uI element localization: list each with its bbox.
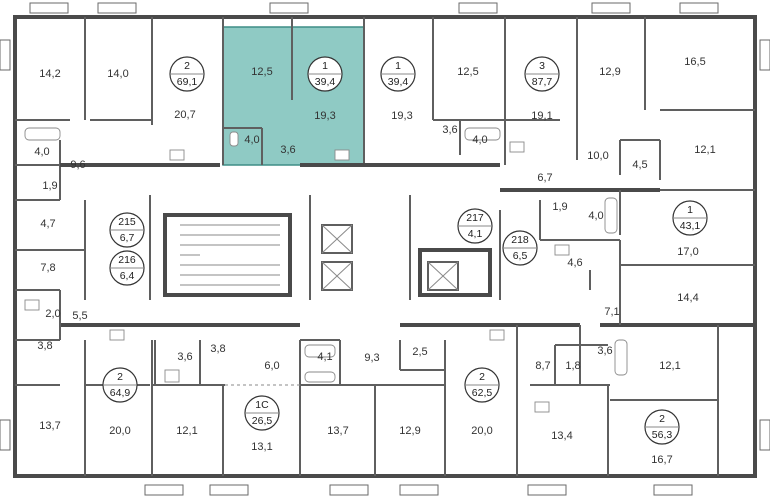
room-label: 1,9 (42, 180, 57, 192)
badge-u-43-1-rooms: 1 (687, 204, 693, 216)
badge-u-39-4-a-area: 39,4 (315, 76, 336, 88)
badge-u-39-4-b-area: 39,4 (388, 76, 409, 88)
elevators (321, 224, 459, 291)
room-label: 4,0 (34, 146, 49, 158)
badge-u-62-5-rooms: 2 (479, 371, 485, 383)
room-label: 14,4 (677, 292, 698, 304)
room-label: 5,5 (72, 310, 87, 322)
room-label: 3,6 (442, 124, 457, 136)
room-label: 13,4 (551, 430, 572, 442)
badge-u-56-3-area: 56,3 (652, 429, 673, 441)
badge-s218-area: 6,5 (513, 250, 528, 262)
apartment-badges[interactable]: 2 69,1 1 39,4 1 39,4 3 87,7 1 43,1 2 64,… (102, 56, 708, 445)
room-label: 4,0 (244, 134, 259, 146)
room-label: 3,6 (597, 345, 612, 357)
outer-walls (13, 15, 757, 478)
badge-u-64-9-area: 64,9 (110, 387, 131, 399)
room-label: 19,3 (391, 110, 412, 122)
badge-u-69-1-rooms: 2 (184, 60, 190, 72)
room-label: 6,0 (264, 360, 279, 372)
room-label: 2,5 (412, 346, 427, 358)
room-label: 7,1 (604, 306, 619, 318)
room-label: 12,1 (694, 144, 715, 156)
room-label: 12,9 (599, 66, 620, 78)
room-label: 12,9 (399, 425, 420, 437)
room-label: 3,6 (177, 351, 192, 363)
room-label: 3,6 (280, 144, 295, 156)
badge-u-87-7-rooms: 3 (539, 60, 545, 72)
badge-s215-area: 6,7 (120, 232, 135, 244)
highlighted-unit-area[interactable] (222, 26, 365, 166)
room-label: 13,7 (327, 425, 348, 437)
room-label: 16,5 (684, 56, 705, 68)
badge-u-39-4-a-rooms: 1 (322, 60, 328, 72)
room-label: 14,2 (39, 68, 60, 80)
room-label: 1,9 (552, 201, 567, 213)
room-label: 12,5 (457, 66, 478, 78)
room-label: 3,8 (37, 340, 52, 352)
room-label: 4,5 (632, 159, 647, 171)
fixtures (24, 127, 628, 413)
badge-u-26-5-rooms: 1С (255, 399, 269, 411)
badge-u-26-5-area: 26,5 (252, 415, 273, 427)
badge-u-64-9-rooms: 2 (117, 371, 123, 383)
badge-u-39-4-b-rooms: 1 (395, 60, 401, 72)
room-label: 7,8 (40, 262, 55, 274)
badge-u-43-1-area: 43,1 (680, 220, 701, 232)
room-label: 1,8 (565, 360, 580, 372)
room-label: 3,8 (210, 343, 225, 355)
room-label: 12,1 (176, 425, 197, 437)
room-label: 9,6 (70, 159, 85, 171)
room-label: 10,0 (587, 150, 608, 162)
badge-s216-number: 216 (118, 254, 136, 266)
badge-s217-area: 4,1 (468, 228, 483, 240)
badge-u-69-1-area: 69,1 (177, 76, 198, 88)
room-label: 19,1 (531, 110, 552, 122)
badge-s217-number: 217 (466, 212, 484, 224)
room-label: 20,0 (109, 425, 130, 437)
room-label: 14,0 (107, 68, 128, 80)
room-label: 9,3 (364, 352, 379, 364)
room-label: 17,0 (677, 246, 698, 258)
room-label: 13,1 (251, 441, 272, 453)
badge-s215-number: 215 (118, 216, 136, 228)
room-label: 8,7 (535, 360, 550, 372)
badge-u-62-5-area: 62,5 (472, 387, 493, 399)
room-label: 12,1 (659, 360, 680, 372)
room-label: 20,0 (471, 425, 492, 437)
storage-badges[interactable]: 215 6,7 216 6,4 217 4,1 218 6,5 (109, 208, 538, 286)
room-label: 19,3 (314, 110, 335, 122)
room-label: 12,5 (251, 66, 272, 78)
room-label: 16,7 (651, 454, 672, 466)
room-label: 4,7 (40, 218, 55, 230)
room-label: 4,0 (588, 210, 603, 222)
room-label: 4,1 (317, 351, 332, 363)
badge-u-87-7-area: 87,7 (532, 76, 553, 88)
badge-s216-area: 6,4 (120, 270, 135, 282)
room-label: 4,0 (472, 134, 487, 146)
interior-walls (15, 17, 755, 476)
room-labels: 14,2 14,0 20,7 12,5 19,3 4,0 3,6 19,3 3,… (34, 56, 715, 466)
room-label: 4,6 (567, 257, 582, 269)
room-label: 6,7 (537, 172, 552, 184)
room-label: 2,0 (45, 308, 60, 320)
room-label: 13,7 (39, 420, 60, 432)
staircase (180, 224, 280, 286)
badge-u-56-3-rooms: 2 (659, 413, 665, 425)
badge-s218-number: 218 (511, 234, 529, 246)
room-label: 20,7 (174, 109, 195, 121)
